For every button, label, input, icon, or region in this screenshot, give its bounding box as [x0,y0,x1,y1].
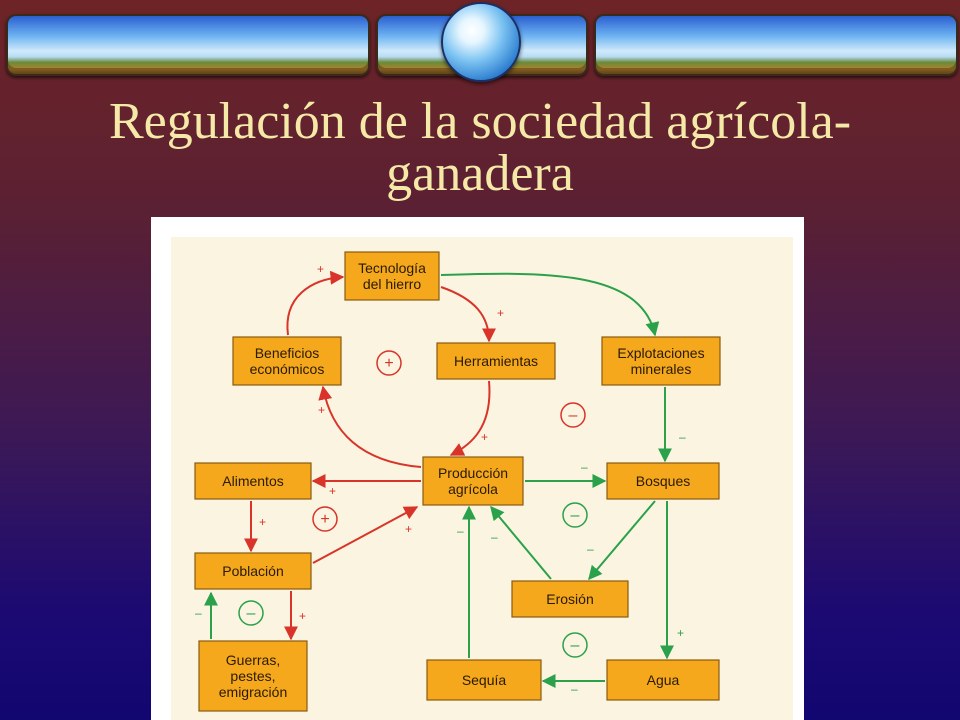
node-poblacion: Población [194,552,312,590]
edge-bosques-to-erosion [588,500,656,581]
loop-marker-3: – [560,402,586,428]
loop-marker-6: – [562,632,588,658]
node-label-explotaciones: Explotaciones [617,345,704,361]
svg-text:+: + [384,355,393,372]
loop-marker-5: – [238,600,264,626]
header-banner-left [6,14,370,76]
node-erosion: Erosión [511,580,629,618]
edge-sign-guerras-to-poblacion: – [195,606,202,620]
edge-beneficios-to-tecnologia [286,270,345,336]
edge-sign-erosion-to-produccion: – [491,530,498,544]
edge-sign-sequia-to-produccion: – [457,524,464,538]
node-label-tecnologia: Tecnología [358,260,426,276]
edge-erosion-to-produccion [490,505,552,580]
svg-text:–: – [247,605,256,622]
node-label-bosques: Bosques [636,473,690,489]
node-label-herramientas: Herramientas [454,353,538,369]
loop-marker-4: – [562,502,588,528]
header-banner-right [594,14,958,76]
edge-signs-layer: ++++++++–––––+–– [195,262,686,696]
edge-sign-explotaciones-to-bosques: – [679,430,686,444]
edge-produccion-to-beneficios [318,385,422,468]
svg-text:–: – [571,507,580,524]
edge-sign-produccion-to-bosques: – [581,460,588,474]
node-label-beneficios: económicos [250,361,325,377]
edge-sign-bosques-to-erosion: – [587,542,594,556]
node-label-produccion: Producción [438,465,508,481]
edge-sign-tecnologia-to-herramientas: + [497,306,504,320]
edge-sign-poblacion-to-produccion: + [405,522,412,536]
slide-title: Regulación de la sociedad agrícola- gana… [0,96,960,200]
loop-markers-layer: ++–––– [238,350,588,658]
edge-tecnologia-to-herramientas [440,286,496,343]
node-label-guerras: emigración [219,684,287,700]
node-guerras: Guerras,pestes,emigración [198,640,308,712]
edge-sign-agua-to-sequia: – [571,682,578,696]
node-label-agua: Agua [647,672,680,688]
edge-poblacion-to-produccion [312,506,419,564]
node-label-produccion: agrícola [448,481,498,497]
edge-herramientas-to-produccion [449,380,491,456]
node-label-beneficios: Beneficios [255,345,320,361]
node-label-poblacion: Población [222,563,284,579]
svg-text:–: – [569,407,578,424]
svg-text:–: – [571,637,580,654]
node-label-alimentos: Alimentos [222,473,283,489]
edge-sign-herramientas-to-produccion: + [481,430,488,444]
node-bosques: Bosques [606,462,720,500]
node-label-guerras: Guerras, [226,652,280,668]
slide-title-line-2: ganadera [386,145,574,202]
node-label-erosion: Erosión [546,591,593,607]
edge-tecnologia-to-explotaciones [440,272,660,337]
node-label-guerras: pestes, [230,668,275,684]
node-agua: Agua [606,659,720,701]
node-herramientas: Herramientas [436,342,556,380]
node-label-explotaciones: minerales [631,361,692,377]
svg-text:+: + [320,511,329,528]
edge-sign-produccion-to-alimentos: + [329,484,336,498]
loop-marker-2: + [312,506,338,532]
edges-layer [204,270,674,688]
edge-sign-beneficios-to-tecnologia: + [317,262,324,276]
slide-title-line-1: Regulación de la sociedad agrícola- [108,93,852,150]
edge-sign-bosques-to-agua: + [677,626,684,640]
edge-sign-poblacion-to-guerras: + [299,609,306,623]
edge-sign-produccion-to-beneficios: + [318,403,325,417]
globe-icon [441,2,521,82]
loop-marker-1: + [376,350,402,376]
node-alimentos: Alimentos [194,462,312,500]
edge-sign-alimentos-to-poblacion: + [259,515,266,529]
node-sequia: Sequía [426,659,542,701]
node-label-tecnologia: del hierro [363,276,422,292]
node-label-sequia: Sequía [462,672,507,688]
